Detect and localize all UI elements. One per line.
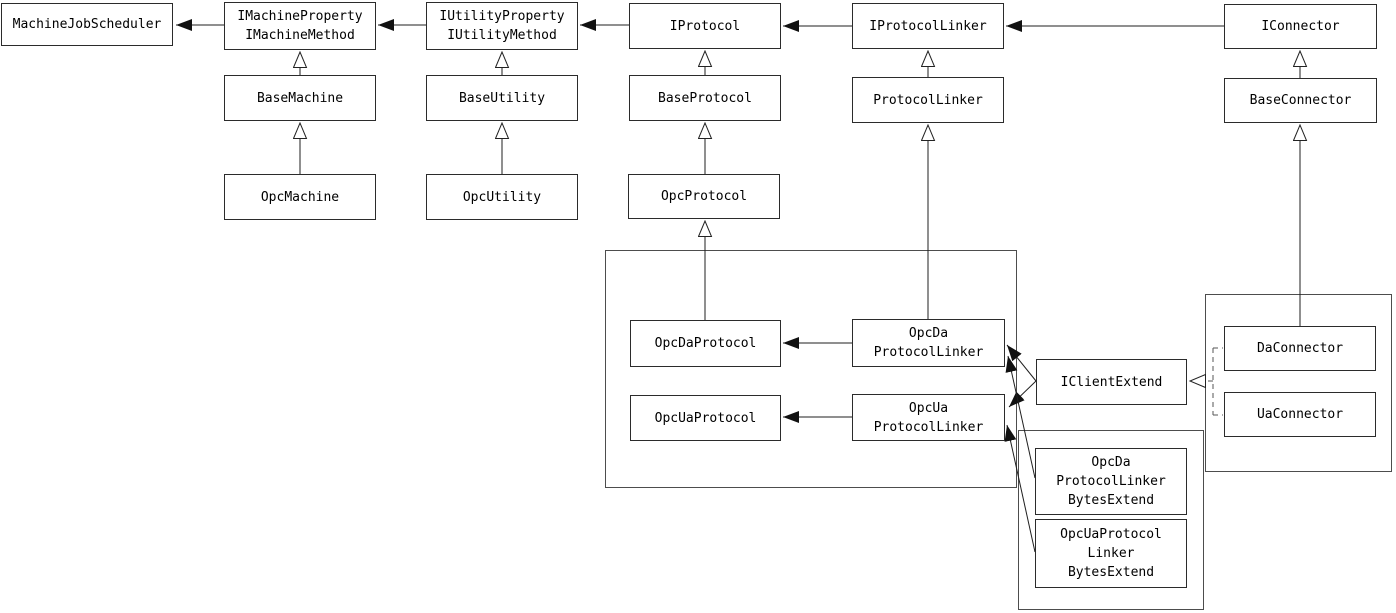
class-box-protocollinker[interactable]: ProtocolLinker: [852, 77, 1004, 123]
class-label: UaConnector: [1256, 407, 1344, 422]
class-box-opcuaprotocollinker[interactable]: OpcUa ProtocolLinker: [852, 394, 1005, 441]
class-label: BytesExtend: [1067, 565, 1155, 580]
class-label: ProtocolLinker: [873, 345, 984, 360]
edge-association-opcdabytesextend-opcdaprotocollinker: [1005, 355, 1036, 479]
class-label: ProtocolLinker: [1056, 474, 1166, 489]
class-box-uaconnector[interactable]: UaConnector: [1224, 392, 1376, 437]
class-box-opcuaprotocollinkerbytesextend[interactable]: OpcUaProtocol Linker BytesExtend: [1035, 519, 1187, 588]
class-box-opcmachine[interactable]: OpcMachine: [224, 174, 376, 220]
class-label: OpcUaProtocol: [1060, 527, 1162, 542]
class-box-opcutility[interactable]: OpcUtility: [426, 174, 578, 220]
class-label: OpcUa: [908, 400, 949, 416]
class-label: IMachineMethod: [245, 28, 355, 43]
edge-association-iclientextend-opcdaprotocollinker: [1006, 344, 1037, 382]
class-box-imachineproperty-imachinemethod[interactable]: IMachineProperty IMachineMethod: [224, 2, 376, 50]
class-box-opcprotocol[interactable]: OpcProtocol: [628, 174, 780, 219]
class-label: BaseMachine: [256, 90, 344, 106]
class-label: Linker: [1087, 546, 1135, 561]
class-label: OpcDa: [908, 326, 949, 341]
class-box-iutilityproperty-iutilitymethod[interactable]: IUtilityProperty IUtilityMethod: [426, 2, 578, 50]
class-box-baseprotocol[interactable]: BaseProtocol: [629, 75, 781, 121]
class-box-opcdaprotocollinker[interactable]: OpcDa ProtocolLinker: [852, 319, 1005, 367]
class-label: ProtocolLinker: [873, 419, 984, 435]
class-label: IConnector: [1261, 19, 1340, 34]
class-label: OpcMachine: [260, 189, 340, 205]
class-box-daconnector[interactable]: DaConnector: [1224, 326, 1376, 371]
class-label: IProtocol: [669, 18, 741, 34]
class-label: BaseProtocol: [658, 90, 752, 106]
class-label: OpcUtility: [462, 189, 542, 205]
class-box-iprotocol[interactable]: IProtocol: [629, 3, 781, 49]
class-label: BaseConnector: [1249, 93, 1352, 108]
class-box-opcdaprotocol[interactable]: OpcDaProtocol: [630, 320, 781, 367]
class-box-basemachine[interactable]: BaseMachine: [224, 75, 376, 121]
class-label: MachineJobScheduler: [12, 17, 162, 32]
edge-association-iclientextend-opcuaprotocollinker: [1008, 380, 1037, 408]
class-label: IClientExtend: [1060, 374, 1163, 390]
class-box-opcuaprotocol[interactable]: OpcUaProtocol: [630, 395, 781, 441]
class-box-machinejobscheduler[interactable]: MachineJobScheduler: [1, 3, 173, 46]
class-box-iprotocollinker[interactable]: IProtocolLinker: [852, 3, 1004, 49]
group-bytes-extend-package: [1018, 430, 1204, 610]
class-label: OpcDa: [1091, 455, 1131, 470]
class-label: ProtocolLinker: [873, 92, 983, 108]
class-label: DaConnector: [1256, 341, 1344, 356]
class-box-iclientextend[interactable]: IClientExtend: [1036, 359, 1187, 405]
class-label: OpcProtocol: [660, 189, 748, 204]
class-box-iconnector[interactable]: IConnector: [1224, 4, 1377, 49]
class-label: OpcDaProtocol: [654, 336, 757, 351]
class-box-opcdaprotocollinkerbytesextend[interactable]: OpcDa ProtocolLinker BytesExtend: [1035, 448, 1187, 515]
class-label: IProtocolLinker: [869, 18, 987, 34]
class-label: IUtilityMethod: [447, 28, 557, 43]
class-label: BaseUtility: [458, 90, 546, 106]
class-label: BytesExtend: [1067, 493, 1155, 508]
class-box-baseconnector[interactable]: BaseConnector: [1224, 78, 1377, 123]
class-label: OpcUaProtocol: [654, 410, 757, 426]
class-label: IUtilityProperty: [439, 9, 565, 24]
edge-association-opcuabytesextend-opcuaprotocollinker: [1004, 424, 1036, 553]
class-label: IMachineProperty: [237, 9, 363, 24]
class-box-baseutility[interactable]: BaseUtility: [426, 75, 578, 121]
